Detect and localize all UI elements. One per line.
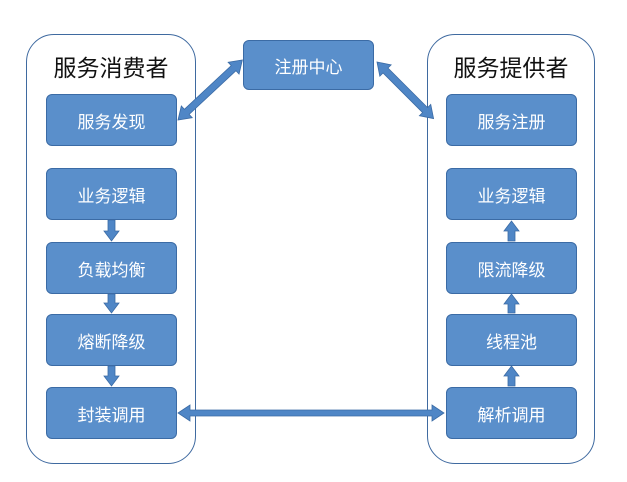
arrow-consumer-registry bbox=[177, 59, 243, 121]
consumer-step-load-balancing: 负载均衡 bbox=[46, 242, 177, 294]
provider-step-business-logic: 业务逻辑 bbox=[446, 168, 577, 220]
arrow-business-to-load bbox=[103, 219, 120, 242]
consumer-title: 服务消费者 bbox=[53, 56, 169, 82]
arrow-ratelimit-to-business bbox=[503, 220, 520, 242]
consumer-step-wrapped-call: 封装调用 bbox=[46, 387, 177, 439]
arrow-registry-provider bbox=[376, 61, 435, 120]
arrow-load-to-breaker bbox=[103, 293, 120, 314]
provider-step-service-registration: 服务注册 bbox=[446, 94, 577, 146]
consumer-step-service-discovery: 服务发现 bbox=[46, 94, 177, 146]
arrow-threadpool-to-ratelimit bbox=[503, 293, 520, 314]
provider-step-rate-limiting: 限流降级 bbox=[446, 242, 577, 294]
provider-step-parse-call: 解析调用 bbox=[446, 387, 577, 439]
provider-title: 服务提供者 bbox=[453, 56, 569, 82]
arrow-call-to-parse bbox=[177, 404, 445, 422]
consumer-step-circuit-breaker: 熔断降级 bbox=[46, 314, 177, 366]
registry-center-box: 注册中心 bbox=[243, 40, 374, 90]
arrow-breaker-to-call bbox=[103, 365, 120, 387]
consumer-step-business-logic: 业务逻辑 bbox=[46, 168, 177, 220]
arrow-parse-to-threadpool bbox=[503, 365, 520, 387]
